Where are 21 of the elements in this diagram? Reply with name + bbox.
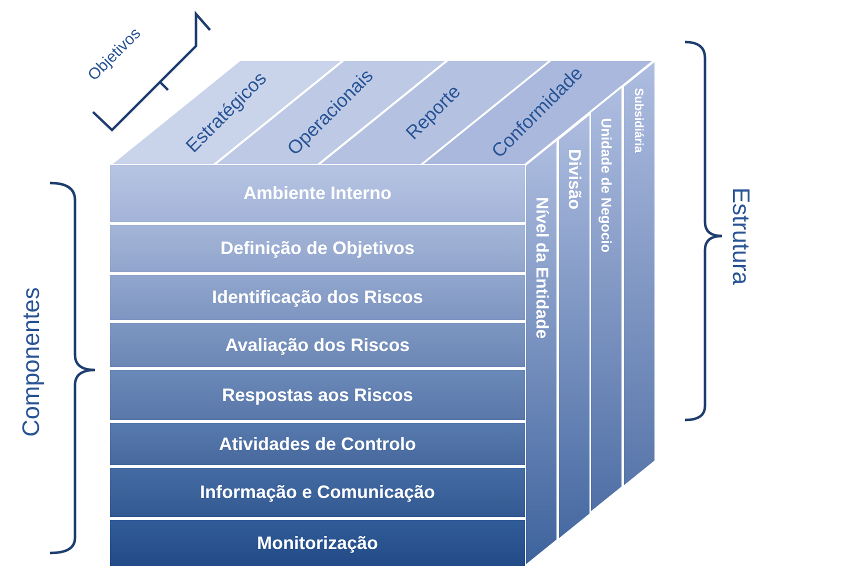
- component-band: [110, 165, 525, 222]
- component-label: Respostas aos Riscos: [222, 384, 414, 406]
- structure-label: Unidade de Negocio: [598, 118, 614, 253]
- structure-label: Nível da Entidade: [531, 196, 552, 338]
- component-band: [110, 275, 525, 320]
- structure-label: Subsidiária: [632, 88, 646, 153]
- component-band: [110, 520, 525, 566]
- component-label: Monitorização: [256, 532, 378, 554]
- component-band: [110, 468, 525, 517]
- component-label: Definição de Objetivos: [220, 238, 415, 259]
- component-label: Avaliação dos Riscos: [225, 334, 410, 356]
- component-label: Atividades de Controlo: [218, 434, 416, 454]
- component-band: [110, 225, 525, 272]
- component-label: Informação e Comunicação: [200, 482, 436, 503]
- component-band: [110, 423, 525, 465]
- component-label: Identificação dos Riscos: [212, 287, 424, 308]
- component-label: Ambiente Interno: [243, 183, 392, 204]
- component-band: [110, 323, 525, 367]
- axis-label: Estrutura: [726, 187, 754, 285]
- component-band: [110, 370, 525, 420]
- axis-label: Componentes: [18, 287, 46, 437]
